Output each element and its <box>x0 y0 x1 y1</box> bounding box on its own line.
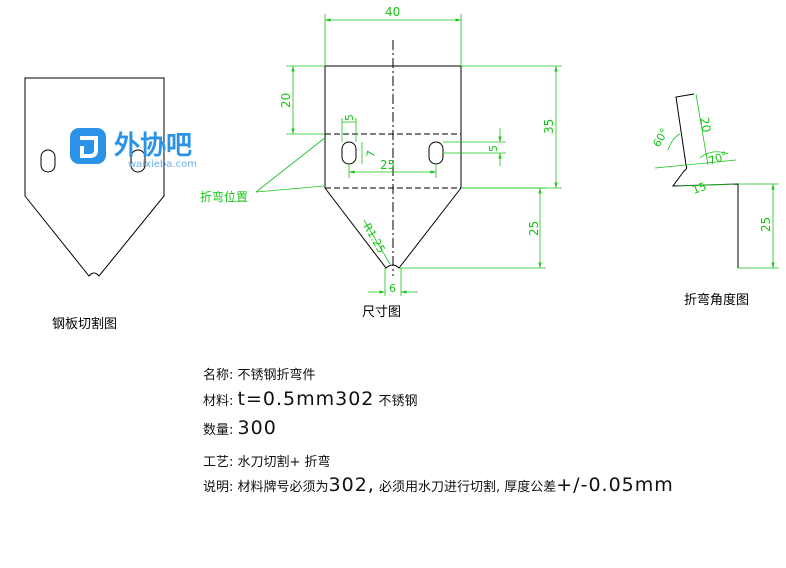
angle-dim-middle: 15 <box>691 180 709 197</box>
dim-top-width: 40 <box>385 5 400 19</box>
note-material-label: 材料: <box>203 394 234 409</box>
note-name-value: 不锈钢折弯件 <box>237 368 316 383</box>
logo-icon <box>70 128 106 164</box>
note-remark-part1: 材料牌号必须为 <box>237 480 329 495</box>
dim-tip-width: 6 <box>389 282 396 295</box>
cut-outline <box>24 77 165 277</box>
slot-right <box>428 141 444 165</box>
watermark-brand: 外协吧 <box>114 131 192 161</box>
note-remark-tolerance: +/-0.05mm <box>556 474 674 496</box>
note-process-label: 工艺: <box>203 455 234 470</box>
dim-slot-width: 5 <box>343 114 356 121</box>
watermark-logo: 外协吧 waixieba.com <box>70 128 197 170</box>
dim-total-height: 35 <box>542 119 556 134</box>
cut-slot-right <box>130 149 146 173</box>
dim-slot-spacing: 25 <box>380 158 395 172</box>
note-quantity-value: 300 <box>237 417 277 439</box>
note-remark: 说明: 材料牌号必须为302, 必须用水刀进行切割, 厚度公差+/-0.05mm <box>203 474 674 496</box>
note-material: 材料: t=0.5mm302 不锈钢 <box>203 388 418 410</box>
angle-dim-lower: 25 <box>759 217 773 232</box>
angle-view: 20 60° 70° 15 25 折弯角度图 <box>650 93 779 308</box>
cut-view: 钢板切割图 <box>24 77 165 332</box>
note-quantity: 数量: 300 <box>203 417 277 439</box>
cut-slot-left <box>40 149 56 173</box>
bend-position-label: 折弯位置 <box>200 189 248 204</box>
note-quantity-label: 数量: <box>203 423 234 438</box>
angle-dim-b: 70° <box>707 149 730 168</box>
cut-view-caption: 钢板切割图 <box>52 316 117 332</box>
dim-tip-radius: R1.25 <box>360 221 387 255</box>
note-name-label: 名称: <box>203 368 234 383</box>
dim-slot-height: 7 <box>364 149 378 158</box>
dim-slot-offset: 5 <box>487 145 500 152</box>
angle-dim-flange: 20 <box>697 116 713 133</box>
angle-dim-a: 60° <box>650 126 671 149</box>
note-remark-part2: 必须用水刀进行切割, 厚度公差 <box>379 480 557 495</box>
note-process-value: 水刀切割+ 折弯 <box>237 455 331 470</box>
note-material-spec: t=0.5mm302 <box>237 388 375 410</box>
note-name: 名称: 不锈钢折弯件 <box>203 364 316 383</box>
size-view: 40 20 35 5 5 7 25 25 <box>200 5 562 320</box>
dim-taper-height: 25 <box>527 221 541 236</box>
size-view-caption: 尺寸图 <box>362 305 401 320</box>
dim-upper-height: 20 <box>279 93 293 108</box>
note-process: 工艺: 水刀切割+ 折弯 <box>203 451 331 470</box>
watermark-domain: waixieba.com <box>128 159 197 170</box>
note-material-value: 不锈钢 <box>378 394 418 409</box>
slot-left <box>341 141 357 165</box>
note-remark-grade: 302, <box>328 474 375 496</box>
part-outline <box>324 65 462 269</box>
angle-view-caption: 折弯角度图 <box>684 292 749 308</box>
note-remark-label: 说明: <box>203 480 234 495</box>
